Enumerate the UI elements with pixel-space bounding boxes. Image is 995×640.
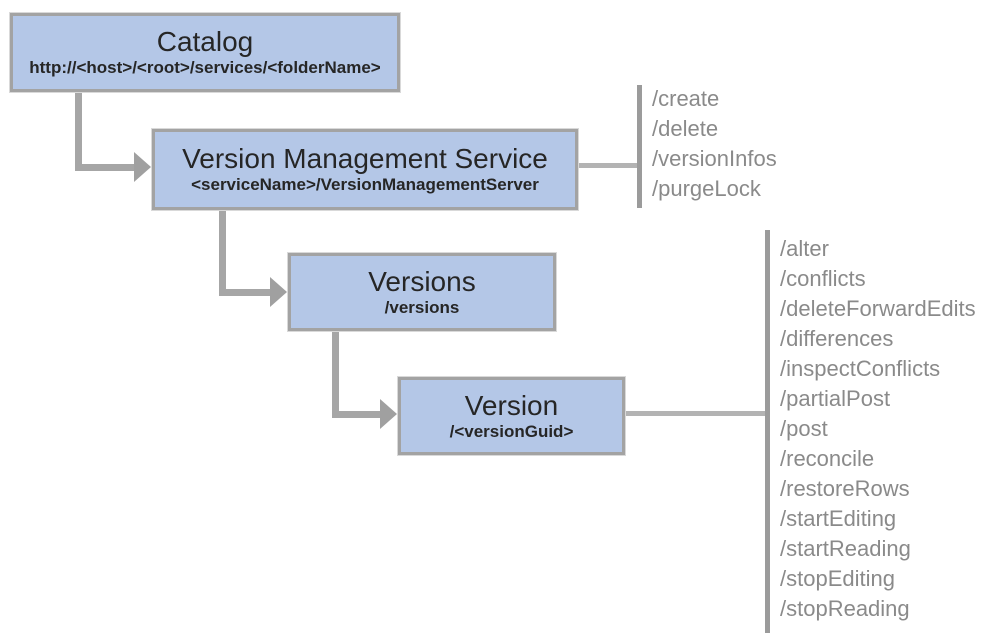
op-item: /deleteForwardEdits <box>780 296 976 321</box>
node-version-management-service: Version Management Service <serviceName>… <box>152 129 578 210</box>
node-subtitle: http://<host>/<root>/services/<folderNam… <box>29 58 381 78</box>
node-versions: Versions /versions <box>288 253 556 331</box>
op-item: /inspectConflicts <box>780 356 941 381</box>
arrowhead-icon <box>270 277 287 307</box>
op-item: /create <box>652 86 720 111</box>
op-item: /startEditing <box>780 506 897 531</box>
connector-catalog-vms-vertical <box>75 92 82 171</box>
operations-list-version: /alter /conflicts /deleteForwardEdits /d… <box>780 234 976 624</box>
node-catalog: Catalog http://<host>/<root>/services/<f… <box>10 13 400 92</box>
arrowhead-icon <box>380 399 397 429</box>
node-title: Versions <box>368 265 476 297</box>
node-subtitle: /versions <box>384 297 460 317</box>
connector-catalog-vms-horizontal <box>75 164 135 171</box>
node-title: Catalog <box>156 26 254 58</box>
connector-versions-version-horizontal <box>332 411 381 418</box>
op-item: /delete <box>652 116 719 141</box>
connector-version-operations <box>625 411 765 416</box>
node-title: Version Management Service <box>182 143 548 175</box>
node-title: Version <box>464 389 559 421</box>
operations-list-vms: /create /delete /versionInfos /purgeLock <box>652 84 777 204</box>
op-item: /stopEditing <box>780 566 895 591</box>
connector-vms-operations <box>578 163 637 168</box>
connector-vms-versions-horizontal <box>219 289 271 296</box>
op-item: /restoreRows <box>780 476 910 501</box>
connector-vms-versions-vertical <box>219 210 226 296</box>
op-item: /post <box>780 416 828 441</box>
operations-bar-vms <box>637 85 642 208</box>
node-subtitle: /<versionGuid> <box>449 421 574 441</box>
connector-versions-version-vertical <box>332 331 339 418</box>
op-item: /purgeLock <box>652 176 761 201</box>
op-item: /partialPost <box>780 386 891 411</box>
operations-bar-version <box>765 230 770 633</box>
op-item: /alter <box>780 236 829 261</box>
op-item: /stopReading <box>780 596 910 621</box>
node-subtitle: <serviceName>/VersionManagementServer <box>191 175 539 195</box>
op-item: /reconcile <box>780 446 875 471</box>
arrowhead-icon <box>134 152 151 182</box>
op-item: /startReading <box>780 536 911 561</box>
op-item: /conflicts <box>780 266 866 291</box>
op-item: /versionInfos <box>652 146 777 171</box>
op-item: /differences <box>780 326 894 351</box>
node-version: Version /<versionGuid> <box>398 377 625 455</box>
